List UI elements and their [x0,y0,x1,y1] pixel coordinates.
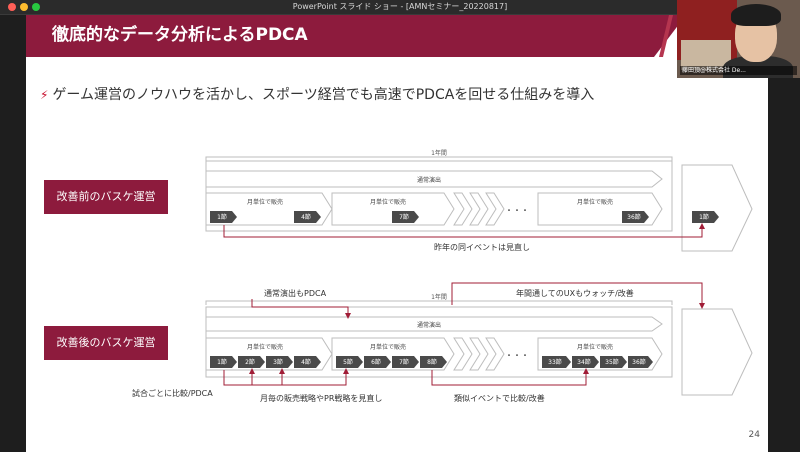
after-year-label: 1年間 [431,293,447,301]
before-month-label-3: 月単位で販売 [577,198,613,206]
arrowhead [583,368,589,374]
after-game-7-label: 7節 [399,358,409,366]
after-month-label-2: 月単位で販売 [370,343,406,351]
before-game-36 [622,211,649,223]
after-game-5-label: 5節 [343,358,353,366]
after-game-3 [266,356,293,368]
after-game-1 [210,356,237,368]
after-chevron-3 [485,337,505,371]
before-chevron-2 [469,192,489,226]
after-game-4-label: 4節 [301,358,311,366]
after-month-label-1: 月単位で販売 [247,343,283,351]
after-similar-event-arrow [431,370,587,386]
before-game-7 [392,211,419,223]
before-chevron-3 [485,192,505,226]
after-game-33-label: 33節 [548,358,562,366]
title-banner [26,15,686,57]
arrowhead [279,368,285,374]
before-game-4 [294,211,321,223]
participant-name: 藤田頂@株式会社 De... [680,66,797,75]
arrowhead [345,313,351,319]
before-year-label: 1年間 [431,149,447,157]
after-next-year [681,308,753,396]
after-band [205,316,663,332]
after-year-bracket [205,300,673,305]
after-game-36 [628,356,653,368]
after-ux-arrow [451,282,703,305]
arrowhead [249,368,255,374]
before-label: 改善前のバスケ運営 [44,180,168,214]
window-title: PowerPoint スライド ショー - [AMNセミナー_20220817] [292,2,508,11]
after-chevron-1 [453,337,473,371]
before-game-1 [210,211,237,223]
after-dots: ・・・ [505,351,529,360]
slide-subtitle-line: ⚡︎ゲーム運営のノウハウを活かし、スポーツ経営でも高速でPDCAを回せる仕組みを… [40,84,594,106]
after-game-3-label: 3節 [273,358,283,366]
after-game-5 [336,356,363,368]
after-chevron-2 [469,337,489,371]
page-number: 24 [748,430,760,440]
after-game-35 [600,356,627,368]
after-game-35-label: 35節 [605,358,619,366]
after-month-review-arrow [281,370,347,386]
timeline-diagram: 1年間 1年間 通常演出 通常演出 月単位で販売 月単位で販売 月単位で販売 月… [205,149,753,396]
after-game-2-label: 2節 [245,358,255,366]
after-game-4 [294,356,321,368]
before-month-label-1: 月単位で販売 [247,198,283,206]
before-review-arrow [223,225,703,238]
after-game-6 [364,356,391,368]
after-game-8 [420,356,447,368]
after-game-1-label: 1節 [217,358,227,366]
before-band-label: 通常演出 [417,176,441,184]
after-game-2 [238,356,265,368]
before-game-1-label: 1節 [217,213,227,221]
after-label: 改善後のバスケ運営 [44,326,168,360]
before-game-4-label: 4節 [301,213,311,221]
before-note-review: 昨年の同イベントは見直し [434,243,530,252]
after-note-similar-event: 類似イベントで比較/改善 [454,394,545,403]
after-note-monthly-review: 月毎の販売戦略やPR戦略を見直し [260,394,383,403]
before-next-game-1 [692,211,719,223]
before-next-game-label: 1節 [699,213,709,221]
after-game-34 [572,356,599,368]
participant-video[interactable]: 藤田頂@株式会社 De... [677,0,800,78]
before-month-label-2: 月単位で販売 [370,198,406,206]
before-game-7-label: 7節 [399,213,409,221]
maximize-window-button[interactable] [32,3,40,11]
window-titlebar: PowerPoint スライド ショー - [AMNセミナー_20220817] [0,0,800,15]
video-shelf [681,40,731,70]
after-month-label-3: 月単位で販売 [577,343,613,351]
lightning-icon: ⚡︎ [40,88,49,102]
before-chevron-1 [453,192,473,226]
slide-title: 徹底的なデータ分析によるPDCA [52,25,308,45]
before-month-2 [331,192,455,226]
before-dots: ・・・ [505,206,529,215]
arrowhead [343,368,349,374]
after-game-6-label: 6節 [371,358,381,366]
arrowhead [699,223,705,229]
slide: 徹底的なデータ分析によるPDCA ⚡︎ゲーム運営のノウハウを活かし、スポーツ経営… [26,15,768,452]
after-note-ux: 年間通してのUXもウォッチ/改善 [516,289,634,298]
after-game-34-label: 34節 [577,358,591,366]
before-year-bracket [205,156,673,161]
before-band [205,170,663,188]
slide-subtitle: ゲーム運営のノウハウを活かし、スポーツ経営でも高速でPDCAを回せる仕組みを導入 [52,87,595,103]
after-game-8-label: 8節 [427,358,437,366]
after-note-game-compare: 試合ごとに比較/PDCA [132,389,213,398]
before-next-year [681,164,753,252]
minimize-window-button[interactable] [20,3,28,11]
arrowhead [699,303,705,309]
close-window-button[interactable] [8,3,16,11]
after-game-33 [542,356,571,368]
after-game-7 [392,356,419,368]
after-band-pdca-arrow [251,299,349,315]
video-person-hair [731,4,781,26]
before-game-36-label: 36節 [627,213,641,221]
after-game-36-label: 36節 [632,358,646,366]
after-note-band-pdca: 通常演出もPDCA [264,289,327,298]
after-band-label: 通常演出 [417,321,441,329]
